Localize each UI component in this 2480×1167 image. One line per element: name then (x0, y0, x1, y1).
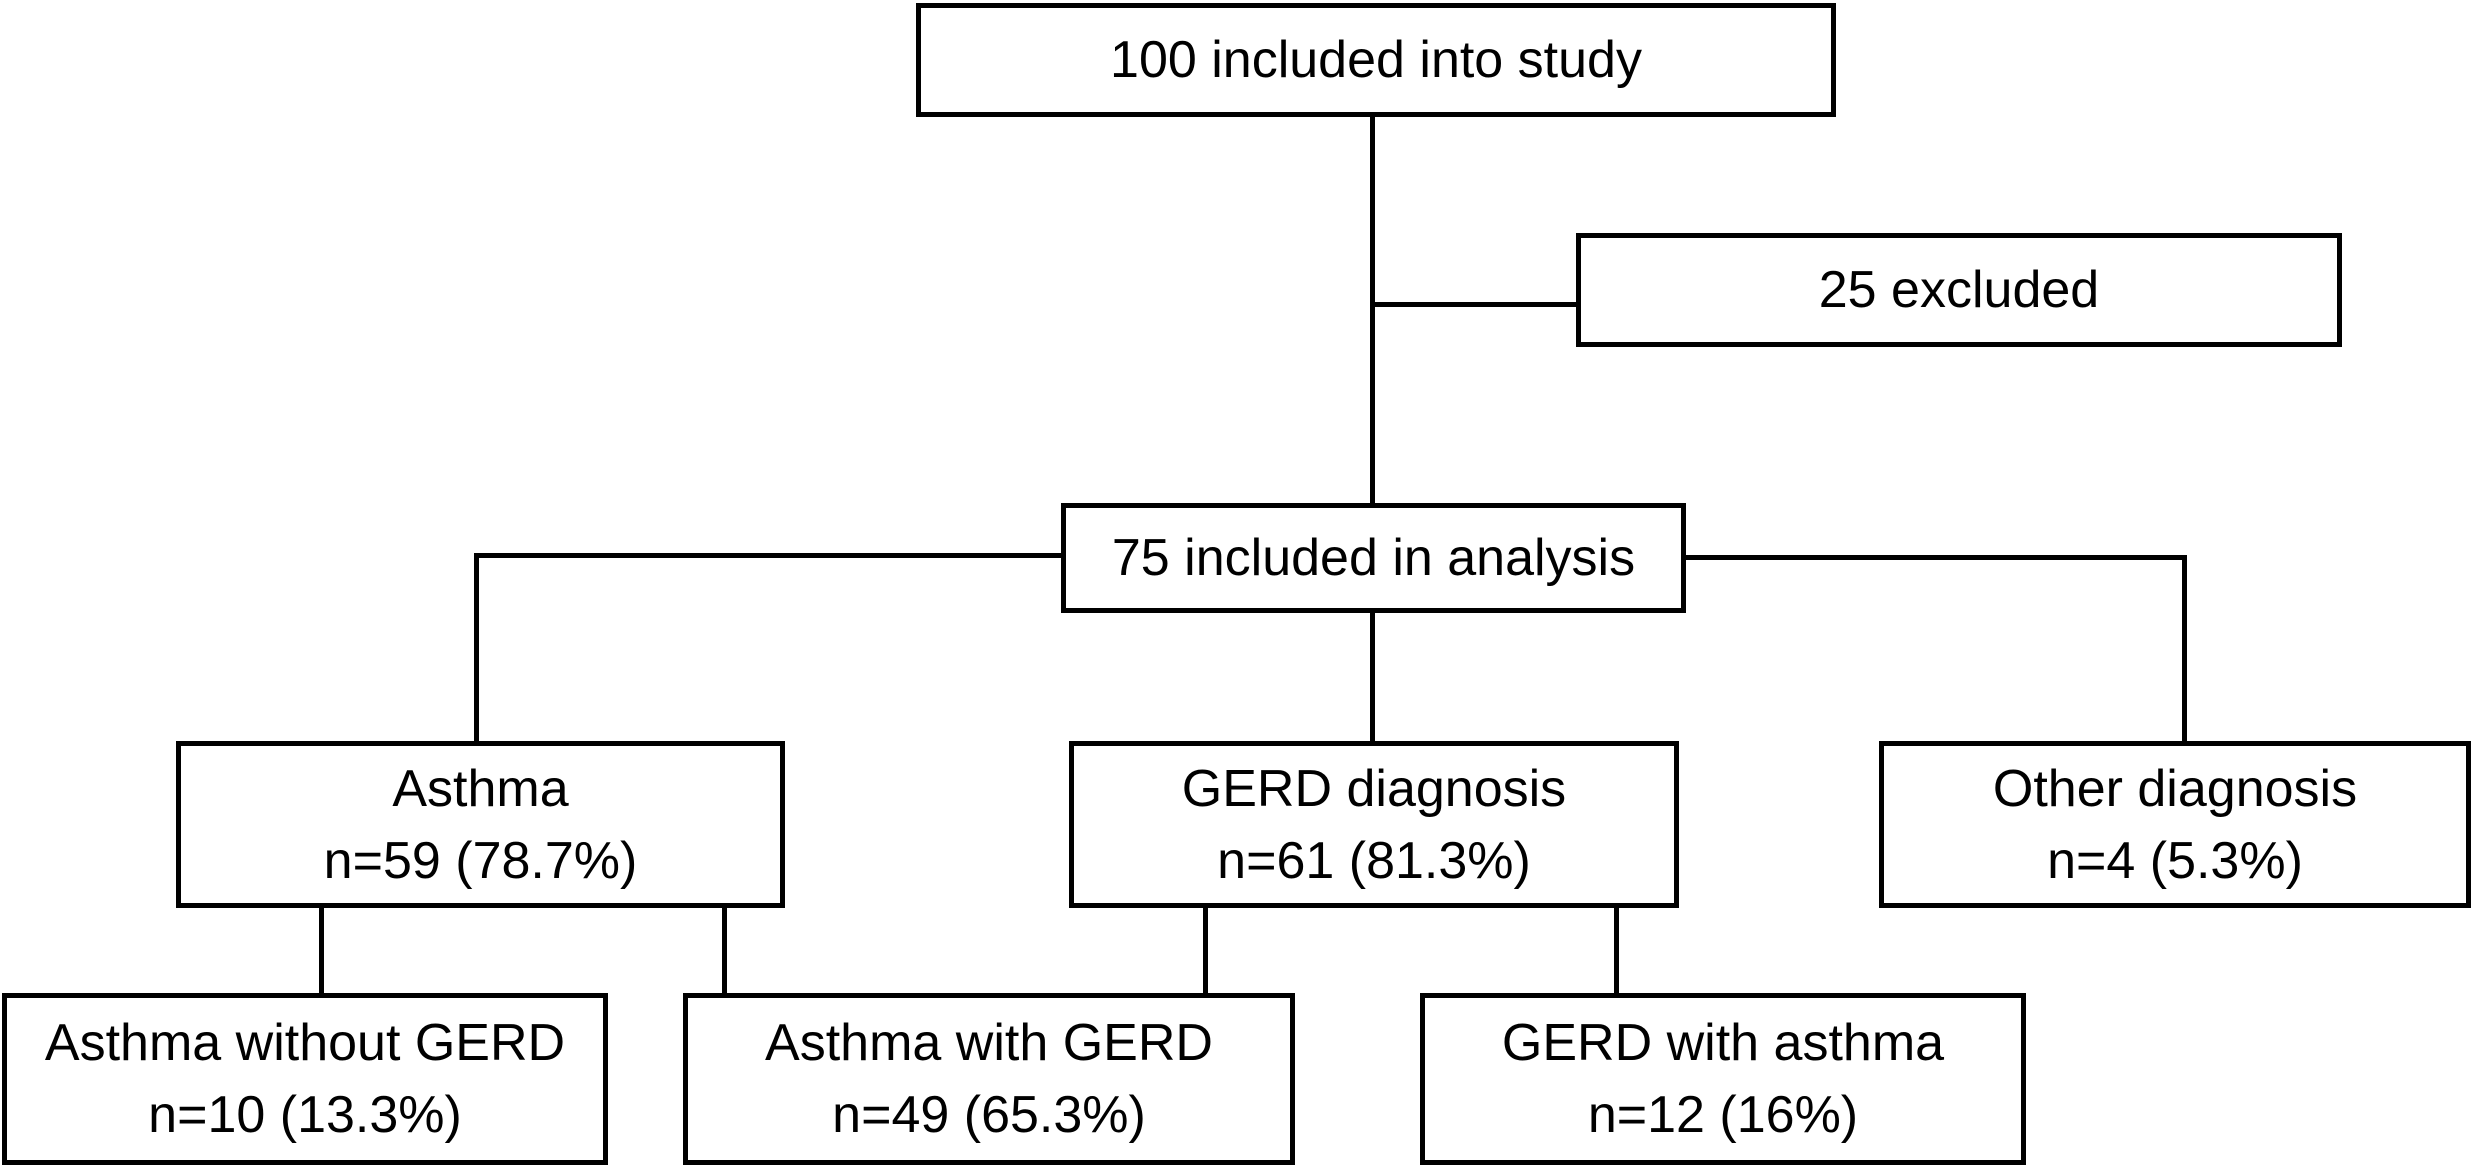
connector-to-excluded-horizontal (1372, 302, 1578, 307)
connector-analysis-to-other-vertical (2182, 555, 2187, 743)
node-asthma-with-gerd: Asthma with GERD n=49 (65.3%) (683, 993, 1295, 1165)
node-label: 25 excluded (1818, 261, 2100, 319)
node-label: 75 included in analysis (1111, 529, 1636, 587)
node-count: n=59 (78.7%) (323, 831, 638, 890)
node-included-study: 100 included into study (916, 3, 1836, 117)
node-included-analysis: 75 included in analysis (1061, 503, 1686, 613)
node-count: n=12 (16%) (1587, 1086, 1859, 1144)
node-count: n=61 (81.3%) (1217, 831, 1531, 890)
connector-asthma-to-asthma-with-gerd (722, 905, 727, 995)
node-count: n=49 (65.3%) (832, 1086, 1146, 1144)
node-other-diagnosis: Other diagnosis n=4 (5.3%) (1879, 741, 2471, 908)
node-count: n=10 (13.3%) (148, 1086, 462, 1144)
node-gerd-with-asthma: GERD with asthma n=12 (16%) (1420, 993, 2026, 1165)
connector-analysis-to-asthma-vertical (474, 553, 479, 743)
node-excluded: 25 excluded (1576, 233, 2342, 347)
node-asthma-without-gerd: Asthma without GERD n=10 (13.3%) (2, 993, 608, 1165)
connector-gerd-to-asthma-with-gerd (1203, 905, 1208, 995)
connector-analysis-to-other-horizontal (1684, 555, 2187, 560)
connector-analysis-to-gerd-vertical (1370, 610, 1375, 743)
connector-study-to-analysis-vertical (1370, 115, 1375, 507)
node-label: Asthma (392, 759, 569, 818)
node-label: GERD with asthma (1501, 1014, 1945, 1072)
node-label: GERD diagnosis (1181, 759, 1567, 818)
node-gerd-diagnosis: GERD diagnosis n=61 (81.3%) (1069, 741, 1679, 908)
node-count: n=4 (5.3%) (2047, 831, 2303, 890)
connector-gerd-to-gerd-with-asthma (1614, 905, 1619, 995)
connector-analysis-to-asthma-horizontal (474, 553, 1064, 558)
connector-asthma-to-asthma-without-gerd (319, 905, 324, 995)
node-label: 100 included into study (1110, 31, 1642, 89)
node-label: Asthma without GERD (44, 1014, 566, 1072)
node-label: Asthma with GERD (765, 1014, 1213, 1072)
node-asthma: Asthma n=59 (78.7%) (176, 741, 785, 908)
node-label: Other diagnosis (1992, 759, 2358, 818)
